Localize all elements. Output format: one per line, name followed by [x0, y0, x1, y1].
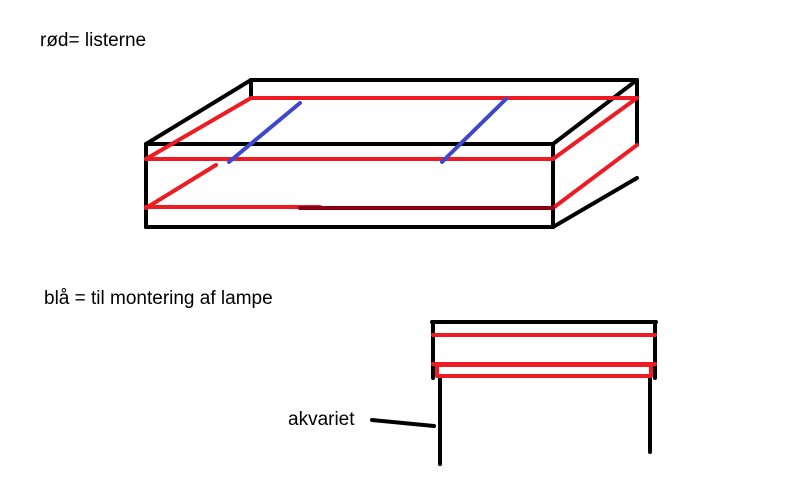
rail-right-bottom — [551, 143, 639, 210]
frame-perspective-drawing — [144, 78, 639, 229]
aquarium-pointer-line — [370, 418, 436, 428]
side-view-rails — [431, 333, 657, 378]
lamp-mounts-blue — [227, 97, 508, 164]
rail-left-bottom — [144, 163, 218, 210]
side-view-drawing — [370, 320, 658, 466]
blue-legend-label: blå = til montering af lampe — [44, 288, 273, 309]
side-view-outline — [370, 320, 658, 466]
lamp-mount-left — [227, 101, 302, 164]
bottom-right-depth-edge — [551, 176, 639, 229]
lamp-mount-right — [440, 97, 508, 164]
aquarium-label: akvariet — [288, 409, 355, 430]
left-depth-edge — [144, 78, 253, 146]
red-legend-label: rød= listerne — [40, 30, 146, 51]
rail-right-top — [551, 96, 639, 161]
right-depth-edge — [551, 78, 639, 146]
box-outline — [144, 78, 639, 229]
rail-left-top — [144, 96, 253, 161]
rails-red — [144, 96, 639, 210]
side-rail-lower-bar — [435, 363, 653, 378]
